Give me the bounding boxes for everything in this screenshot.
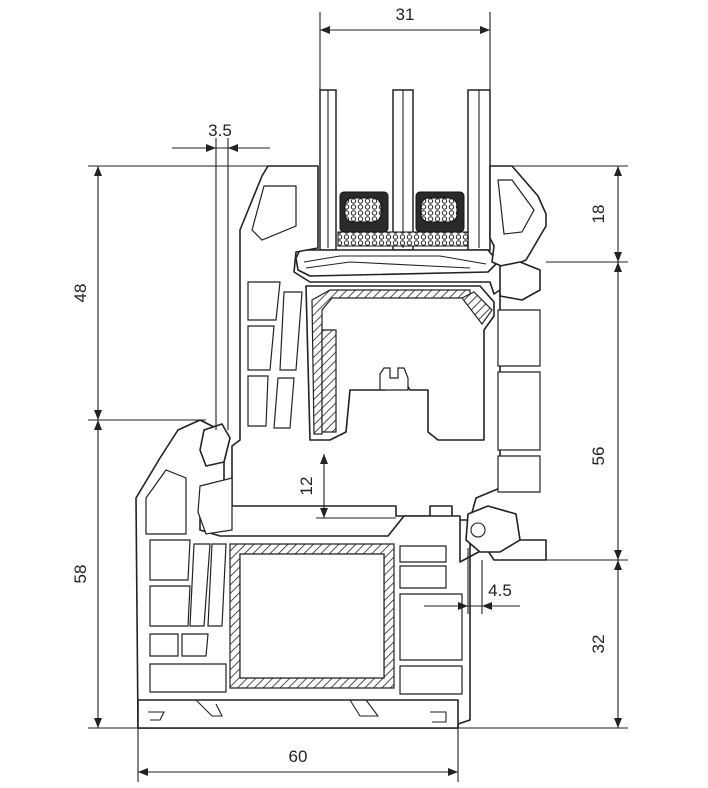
dimension-lines xyxy=(88,12,628,782)
frame-foot xyxy=(137,699,459,729)
spacer-right-desiccant xyxy=(420,197,458,223)
dim-label-frame-right-height: 32 xyxy=(589,635,608,654)
bead-foot xyxy=(499,261,541,301)
dim-label-sash-height: 48 xyxy=(71,284,90,303)
secondary-seal xyxy=(337,231,469,247)
spacer-left-desiccant xyxy=(344,197,382,223)
dim-label-glass-width: 31 xyxy=(396,5,415,24)
dim-label-overlap: 4.5 xyxy=(488,581,512,600)
frame-gasket xyxy=(465,505,521,553)
dim-label-rebate-depth: 12 xyxy=(297,477,316,496)
dim-label-sash-right-height: 56 xyxy=(589,447,608,466)
sash-reinforcement-frame xyxy=(305,285,495,441)
dim-label-bead-height: 18 xyxy=(589,205,608,224)
frame-steel-core xyxy=(239,553,385,679)
sash-steel-reinforcement xyxy=(311,289,471,435)
dim-label-frame-width: 60 xyxy=(289,747,308,766)
glass-package xyxy=(319,89,491,251)
dim-label-frame-height: 58 xyxy=(71,565,90,584)
glazing-seat xyxy=(295,249,499,277)
dim-label-gap-top: 3.5 xyxy=(208,121,232,140)
sash-gasket xyxy=(199,423,231,467)
